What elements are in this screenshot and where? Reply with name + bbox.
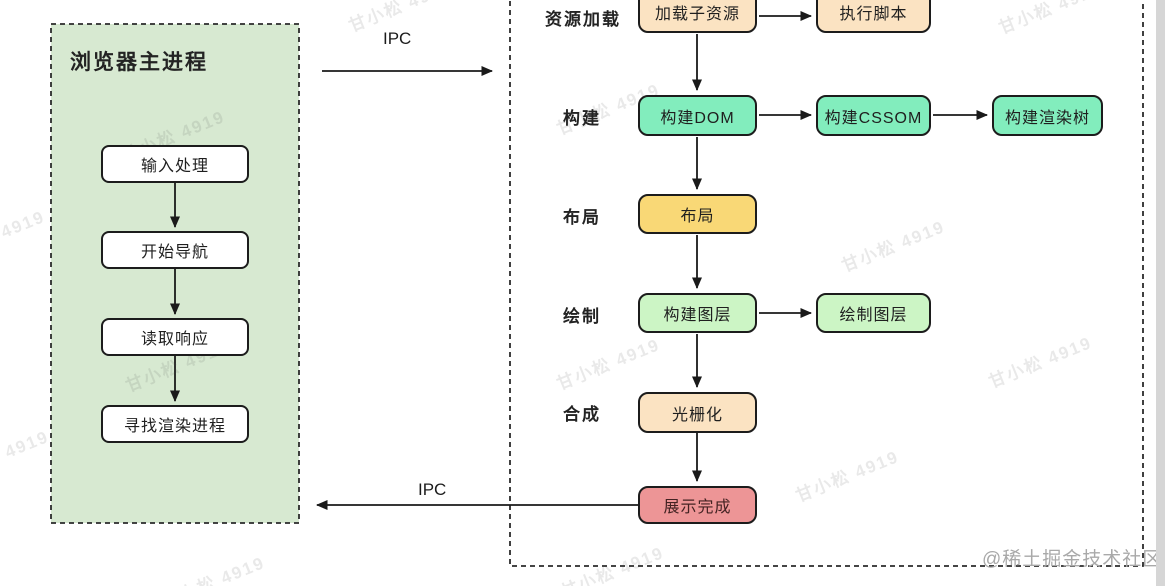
node-read-response: 读取响应	[101, 318, 249, 356]
node-rasterize: 光栅化	[638, 392, 757, 433]
node-execute-script: 执行脚本	[816, 0, 931, 33]
stage-label-resource-loading: 资源加载	[545, 10, 621, 29]
page-edge-strip	[1156, 0, 1165, 586]
stage-label-layout: 布局	[563, 208, 601, 227]
stage-label-paint: 绘制	[563, 307, 601, 326]
node-load-subresources: 加载子资源	[638, 0, 757, 33]
node-display-complete: 展示完成	[638, 486, 757, 524]
main-process-title: 浏览器主进程	[70, 51, 208, 74]
ipc-label-top: IPC	[383, 29, 412, 48]
node-build-render-tree: 构建渲染树	[992, 95, 1103, 136]
node-find-render-process: 寻找渲染进程	[101, 405, 249, 443]
render-process-panel	[509, 0, 1144, 567]
node-paint-layers: 绘制图层	[816, 293, 931, 333]
node-start-navigation: 开始导航	[101, 231, 249, 269]
node-build-cssom: 构建CSSOM	[816, 95, 931, 136]
node-layout: 布局	[638, 194, 757, 234]
node-build-dom: 构建DOM	[638, 95, 757, 136]
stage-label-composite: 合成	[563, 405, 601, 424]
stage-label-build: 构建	[563, 109, 601, 128]
node-input-handling: 输入处理	[101, 145, 249, 183]
juejin-community-watermark: @稀土掘金技术社区	[982, 549, 1163, 570]
ipc-label-bottom: IPC	[418, 480, 447, 499]
node-build-layers: 构建图层	[638, 293, 757, 333]
